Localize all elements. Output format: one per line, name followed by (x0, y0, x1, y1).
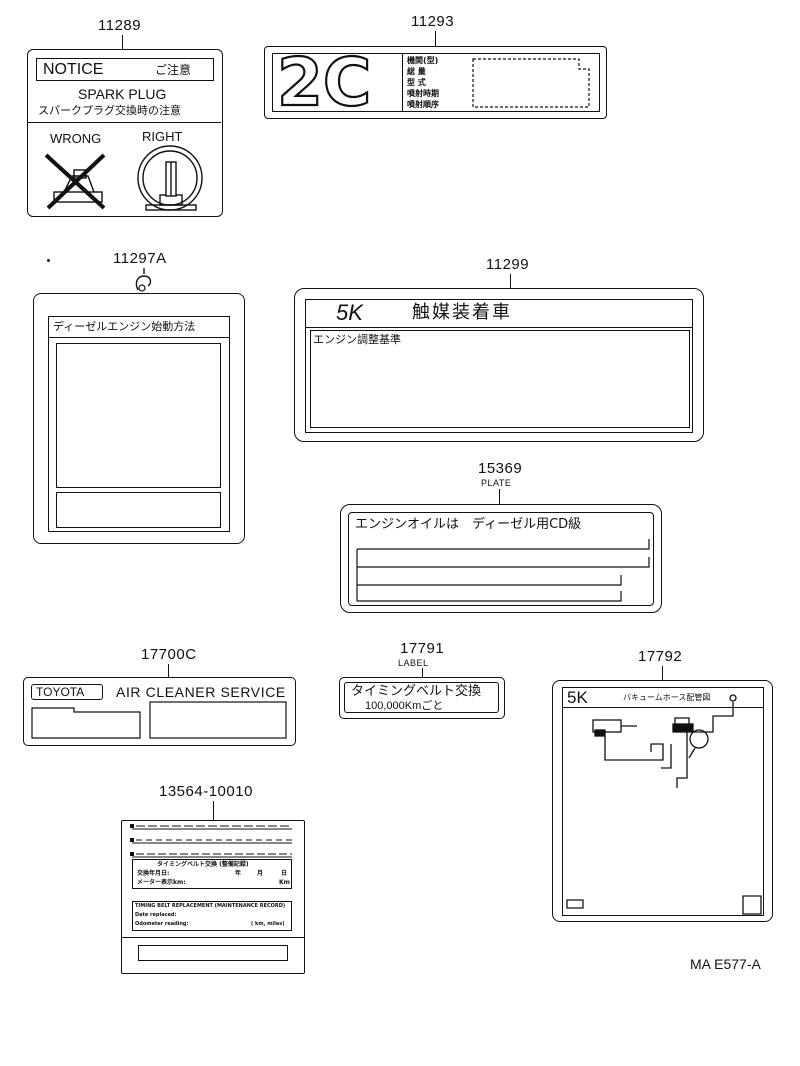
vacuum-hose-title: バキュームホース配管図 (623, 693, 711, 702)
en-date-label: Date replaced: (135, 912, 177, 918)
leader-line (422, 668, 423, 678)
label-11299-inner: 5K 触媒装着車 エンジン調整基準 (305, 299, 693, 433)
label-11293: 2C 機関(型) 総 量 型 式 噴射時期 噴射順序 (264, 46, 607, 119)
label-11289: NOTICE ご注意 SPARK PLUG スパークプラグ交換時の注意 WRON… (27, 49, 223, 217)
part-number-17792: 17792 (638, 648, 683, 665)
divider (306, 327, 692, 328)
part-number-15369: 15369 (478, 460, 523, 477)
blank-spec-area (472, 58, 590, 108)
notice-jp-text: ご注意 (155, 63, 192, 77)
spark-plug-text: SPARK PLUG (78, 86, 167, 102)
label-17792: 5K バキュームホース配管図 (552, 680, 773, 922)
jp-record-box: タイミングベルト交換 (整備記録) 交換年月日: 年 月 日 メーター表示km:… (132, 859, 292, 889)
label-17791-inner: タイミングベルト交換 100,000Kmごと (344, 682, 499, 713)
divider (402, 54, 403, 111)
record-boxes (31, 701, 287, 739)
divider (28, 122, 221, 123)
part-number-13564-10010: 13564-10010 (159, 783, 253, 800)
part-number-11289: 11289 (98, 17, 142, 34)
toyota-logo-text: TOYOTA (36, 685, 85, 699)
en-odometer-label: Odometer reading: (135, 921, 189, 927)
oil-spec-text: エンジンオイルは ディーゼル用CD級 (355, 517, 582, 532)
vacuum-hose-diagram (566, 694, 762, 915)
timing-belt-text: タイミングベルト交換 (351, 684, 482, 699)
toyota-logo-box: TOYOTA (31, 684, 103, 700)
spark-plug-jp-text: スパークプラグ交換時の注意 (38, 104, 181, 117)
hanger-hook-icon (135, 268, 152, 292)
label-17792-inner: 5K バキュームホース配管図 (562, 687, 764, 916)
divider (563, 707, 763, 708)
jp-month-text: 月 (257, 870, 264, 877)
jp-day-text: 日 (281, 870, 288, 877)
catalyst-text: 触媒装着車 (412, 302, 512, 323)
divider (122, 937, 304, 938)
record-rows (130, 824, 292, 858)
leader-line (510, 274, 511, 289)
leader-line (499, 489, 500, 505)
model-text: 5K (567, 688, 588, 707)
label-13564-10010: タイミングベルト交換 (整備記録) 交換年月日: 年 月 日 メーター表示km:… (121, 820, 305, 974)
label-15369: エンジンオイルは ディーゼル用CD級 (340, 504, 662, 613)
jp-record-title: タイミングベルト交換 (整備記録) (157, 861, 249, 868)
label-11297a: ディーゼルエンジン始動方法 (33, 293, 245, 544)
leader-line (122, 35, 123, 49)
figure-code: MA E577-A (690, 956, 761, 972)
spec-row: 総 量 (407, 67, 426, 76)
part-kind-text: LABEL (398, 658, 429, 668)
engine-adjust-text: エンジン調整基準 (313, 333, 401, 346)
blank-box (138, 945, 288, 961)
spec-row: 機関(型) (407, 56, 439, 65)
part-kind-text: PLATE (481, 478, 512, 488)
note-area (56, 492, 221, 528)
en-unit-text: ( km, miles) (251, 921, 285, 927)
jp-odometer-label: メーター表示km: (137, 879, 186, 886)
engine-code-text: 2C (276, 44, 373, 121)
spark-plug-illustration (44, 145, 203, 211)
spec-row: 噴射時期 (407, 89, 439, 98)
jp-date-label: 交換年月日: (137, 870, 170, 877)
wrong-text: WRONG (50, 131, 102, 146)
leader-line (662, 666, 663, 681)
label-11297a-inner: ディーゼルエンジン始動方法 (48, 316, 230, 532)
part-number-11297a: 11297A (113, 250, 167, 267)
speck (47, 259, 50, 262)
en-record-title: TIMING BELT REPLACEMENT (MAINTENANCE REC… (135, 903, 286, 909)
divider (49, 337, 229, 338)
spec-row: 噴射順序 (407, 100, 439, 109)
jp-km-text: Km (279, 879, 290, 886)
air-cleaner-title: AIR CLEANER SERVICE (116, 684, 286, 700)
en-record-box: TIMING BELT REPLACEMENT (MAINTENANCE REC… (132, 901, 292, 931)
part-number-11293: 11293 (411, 13, 455, 30)
diesel-start-header: ディーゼルエンジン始動方法 (53, 320, 196, 333)
label-15369-inner: エンジンオイルは ディーゼル用CD級 (348, 512, 654, 606)
label-11299: 5K 触媒装着車 エンジン調整基準 (294, 288, 704, 442)
spec-row: 型 式 (407, 78, 426, 87)
leader-line (435, 31, 436, 46)
right-text: RIGHT (142, 129, 183, 144)
leader-line (168, 664, 169, 678)
label-17700c: TOYOTA AIR CLEANER SERVICE (23, 677, 296, 746)
model-text: 5K (336, 300, 363, 325)
label-17791: タイミングベルト交換 100,000Kmごと (339, 677, 505, 719)
part-number-17791: 17791 (400, 640, 445, 657)
part-number-11299: 11299 (486, 256, 530, 273)
interval-text: 100,000Kmごと (365, 700, 444, 712)
writing-lines (356, 539, 650, 602)
jp-year-text: 年 (235, 870, 242, 877)
part-number-17700c: 17700C (141, 646, 197, 663)
leader-line (213, 801, 214, 821)
label-11293-inner: 2C 機関(型) 総 量 型 式 噴射時期 噴射順序 (272, 48, 600, 117)
instruction-area (56, 343, 221, 488)
notice-text: NOTICE (43, 61, 104, 78)
notice-header: NOTICE ご注意 (36, 58, 214, 81)
spec-area: エンジン調整基準 (310, 330, 690, 428)
